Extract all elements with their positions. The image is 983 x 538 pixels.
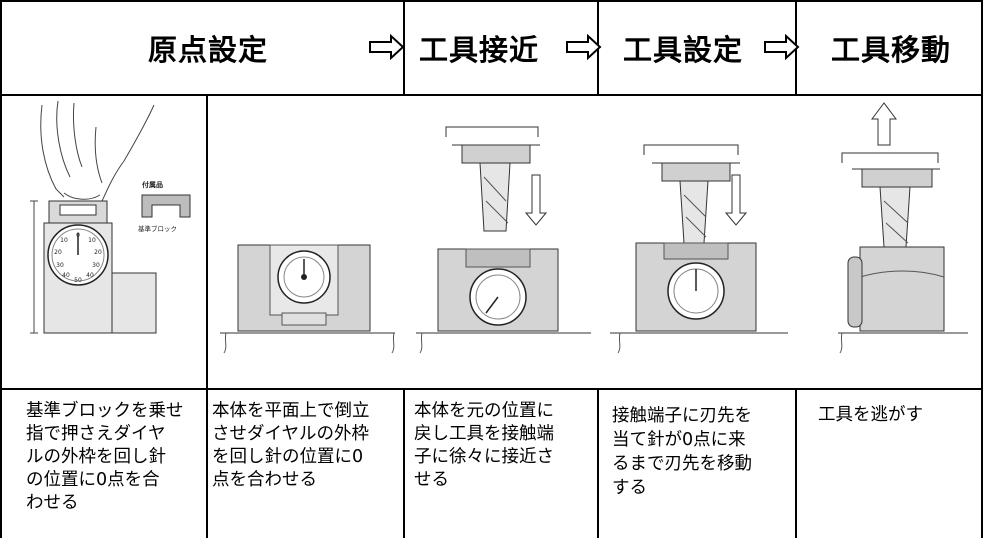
description-inverted-body: 本体を平面上で倒立 させダイヤルの外枠 を回し針の位置に0 点を合わせる bbox=[212, 401, 370, 490]
dial-number: 10 bbox=[60, 237, 68, 244]
header-bottom-border bbox=[0, 94, 983, 96]
description-origin-setting: 基準ブロックを乗せ 指で押さえダイヤ ルの外枠を回し針 の位置に0点を合 わせる bbox=[26, 401, 184, 513]
tool-move-illustration bbox=[838, 102, 968, 354]
tool-setting-illustration bbox=[610, 144, 788, 354]
header-tool-approach: 工具接近 bbox=[419, 32, 540, 67]
description-tool-move: 工具を逃がす bbox=[818, 405, 923, 425]
dial-number: 20 bbox=[54, 249, 62, 256]
header-divider-1 bbox=[403, 0, 405, 95]
table-top-border bbox=[0, 0, 983, 2]
header-tool-setting: 工具設定 bbox=[623, 32, 744, 67]
right-arrow-icon bbox=[566, 34, 602, 60]
origin-setting-illustration: 0 10 10 20 20 30 30 40 40 50 付属品 基準ブロック bbox=[30, 100, 191, 334]
inverted-body-illustration bbox=[220, 244, 395, 354]
description-tool-setting: 接触端子に刃先を 当て針が0点に来 るまで刃先を移動 する bbox=[612, 406, 752, 498]
image-divider-1 bbox=[206, 95, 208, 538]
reference-block-label: 基準ブロック bbox=[138, 224, 177, 233]
tool-approach-illustration bbox=[416, 126, 591, 354]
text-divider-3 bbox=[597, 389, 599, 538]
table-right-border bbox=[981, 0, 983, 538]
right-arrow-icon bbox=[369, 34, 405, 60]
dial-number: 40 bbox=[86, 272, 94, 279]
dial-number: 30 bbox=[92, 262, 100, 269]
image-row-bottom-border bbox=[0, 388, 983, 390]
text-divider-4 bbox=[795, 389, 797, 538]
dial-number: 20 bbox=[94, 249, 102, 256]
dial-number: 50 bbox=[74, 277, 82, 284]
right-arrow-icon bbox=[764, 34, 800, 60]
dial-number: 30 bbox=[56, 262, 64, 269]
dial-number: 40 bbox=[62, 272, 70, 279]
header-origin-setting: 原点設定 bbox=[148, 32, 269, 67]
header-tool-move: 工具移動 bbox=[831, 32, 952, 67]
description-tool-approach: 本体を元の位置に 戻し工具を接触端 子に徐々に接近さ せる bbox=[414, 401, 554, 490]
table-left-border bbox=[0, 0, 2, 538]
accessory-label: 付属品 bbox=[142, 180, 163, 189]
text-divider-2 bbox=[403, 389, 405, 538]
dial-number: 0 bbox=[76, 232, 80, 239]
dial-number: 10 bbox=[88, 237, 96, 244]
